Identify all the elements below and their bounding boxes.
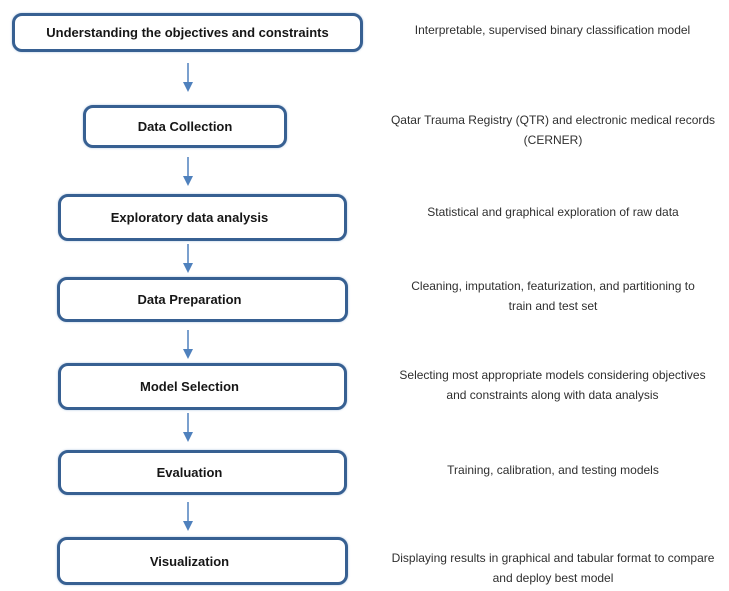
flow-step-1-description: Interpretable, supervised binary classif… [414, 23, 691, 37]
flow-step-6-description: Training, calibration, and testing model… [447, 463, 659, 477]
flow-step-3-label: Exploratory data analysis [110, 210, 269, 225]
down-arrow-icon [183, 413, 193, 442]
flow-step-2-label: Data Collection [137, 119, 233, 134]
down-arrow-icon [183, 502, 193, 531]
flow-step-5-label: Model Selection [140, 379, 239, 394]
flow-step-5-description: Selecting most appropriate models consid… [399, 368, 706, 402]
arrow-head [183, 432, 193, 442]
down-arrow-icon [183, 330, 193, 359]
flow-step-4-label: Data Preparation [137, 292, 242, 307]
flow-step-2-box: Data Collection [83, 105, 287, 148]
flow-step-4-box: Data Preparation [57, 277, 348, 322]
flow-step-7-description: Displaying results in graphical and tabu… [391, 551, 715, 585]
down-arrow-icon [183, 63, 193, 92]
down-arrow-icon [183, 244, 193, 273]
flow-step-3-description: Statistical and graphical exploration of… [427, 205, 679, 219]
flow-step-7-label: Visualization [149, 553, 230, 569]
arrow-head [183, 176, 193, 186]
flow-step-5-box: Model Selection [58, 363, 347, 410]
arrow-head [183, 263, 193, 273]
down-arrow-icon [183, 157, 193, 186]
flow-step-1-box: Understanding the objectives and constra… [12, 13, 363, 52]
flow-step-6-label: Evaluation [156, 465, 223, 480]
arrow-head [183, 82, 193, 92]
arrow-head [183, 521, 193, 531]
flow-step-3-box: Exploratory data analysis [58, 194, 347, 241]
flow-step-1-label: Understanding the objectives and constra… [46, 25, 329, 40]
flow-step-6-box: Evaluation [58, 450, 347, 495]
flow-step-7-box: Visualization [57, 537, 348, 585]
flow-step-4-description: Cleaning, imputation, featurization, and… [411, 279, 695, 313]
flow-step-2-description: Qatar Trauma Registry (QTR) and electron… [390, 113, 716, 147]
arrow-head [183, 349, 193, 359]
